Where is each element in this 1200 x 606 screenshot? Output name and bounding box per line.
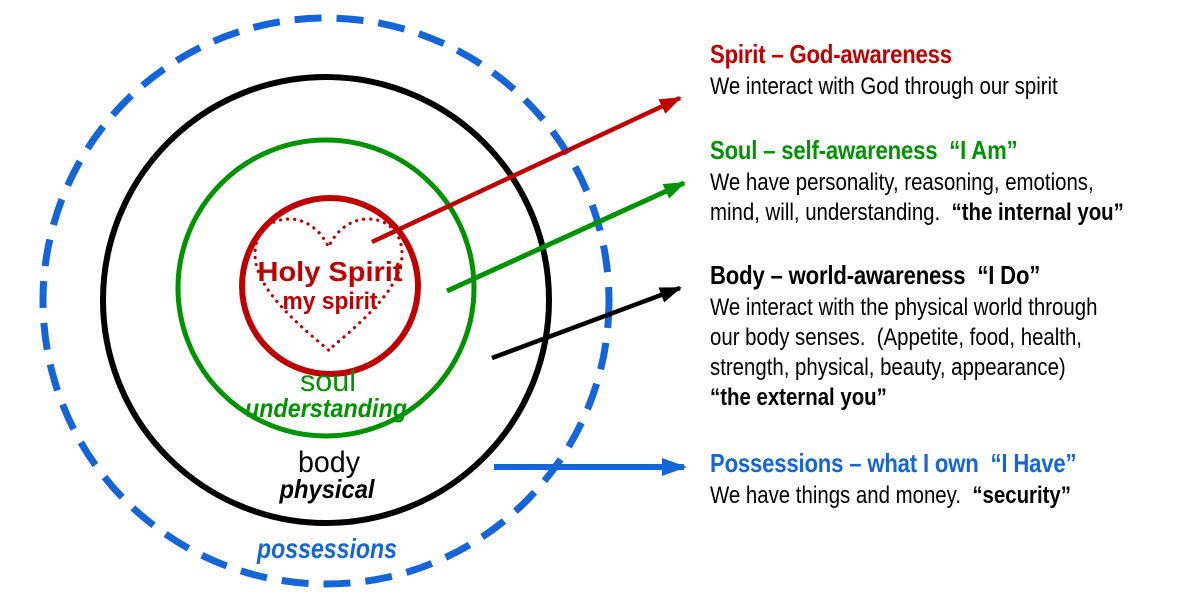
annotation-line: strength, physical, beauty, appearance) (710, 353, 1097, 383)
holy-spirit-label: Holy Spirit (258, 256, 403, 287)
annotation-line: “the external you” (710, 383, 1097, 413)
body-ring-label: body (298, 446, 360, 479)
annotation-text: We have personality, reasoning, emotions… (710, 169, 1094, 196)
annotation-text: our body senses. (Appetite, food, health… (710, 324, 1082, 351)
soul-ring-label: soul (300, 365, 356, 398)
annotation-line: We have personality, reasoning, emotions… (710, 168, 1124, 198)
annotation-text: strength, physical, beauty, appearance) (710, 354, 1066, 381)
annotation-line: We interact with the physical world thro… (710, 293, 1097, 323)
annotation-heading: Body – world-awareness “I Do” (710, 260, 1041, 290)
spirit-circle (239, 195, 421, 377)
annotation-soul: Soul – self-awareness “I Am” We have pers… (710, 134, 1124, 228)
soul-circle (175, 137, 477, 439)
body-ring-sublabel: physical (279, 474, 376, 504)
annotation-text: We have things and money. (710, 482, 973, 509)
annotation-line: our body senses. (Appetite, food, health… (710, 323, 1097, 353)
annotation-text: We interact with God through our spirit (710, 73, 1058, 100)
soul-ring-sublabel: understanding (245, 393, 407, 423)
annotation-body: Body – world-awareness “I Do” We interact… (710, 259, 1097, 413)
soul-arrow (445, 180, 686, 294)
possessions-ring-label: possessions (256, 533, 397, 564)
body-circle (100, 74, 552, 526)
annotation-heading: Spirit – God-awareness (710, 39, 952, 69)
spirit-arrow (371, 95, 682, 245)
annotation-emphasis-text: “the internal you” (951, 199, 1124, 226)
annotation-emphasis-text: “the external you” (710, 384, 887, 411)
annotation-text: mind, will, understanding. (710, 199, 952, 226)
annotation-line: We interact with God through our spirit (710, 72, 1058, 102)
annotation-heading: Possessions – what I own “I Have” (710, 448, 1077, 478)
annotation-heading: Soul – self-awareness “I Am” (710, 135, 1018, 165)
annotation-line: mind, will, understanding. “the internal… (710, 198, 1124, 228)
annotation-line: We have things and money. “security” (710, 481, 1076, 511)
annotation-spirit: Spirit – God-awareness We interact with G… (710, 38, 1058, 102)
annotation-text: We interact with the physical world thro… (710, 294, 1098, 321)
annotation-emphasis-text: “security” (972, 482, 1071, 509)
my-spirit-label: my spirit (283, 288, 378, 315)
possessions-circle (39, 14, 613, 588)
annotation-possessions: Possessions – what I own “I Have”We have… (710, 447, 1077, 511)
body-arrow (491, 285, 682, 361)
heart-dotted-outline (253, 217, 404, 353)
